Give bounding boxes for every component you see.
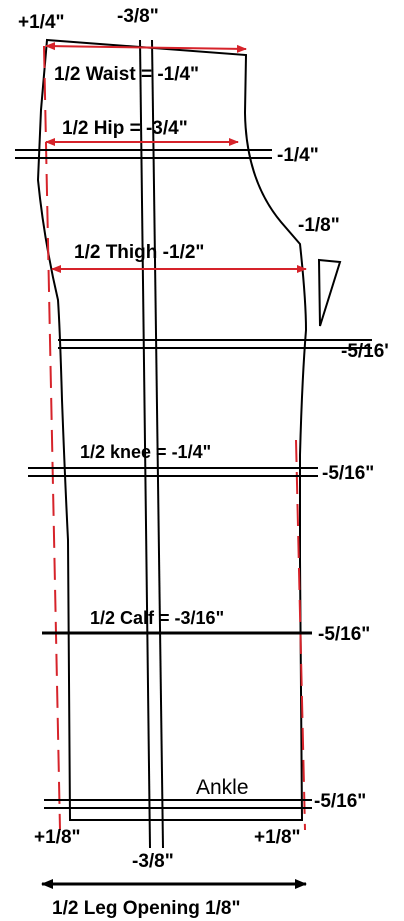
ankle-lines <box>44 799 312 809</box>
leg-opening-label: 1/2 Leg Opening 1/8" <box>52 898 241 919</box>
calf-label: 1/2 Calf = -3/16" <box>90 608 224 628</box>
knee-lines <box>28 467 318 477</box>
calf-adjustment: -5/16" <box>318 624 370 645</box>
top-center-adjustment: -3/8" <box>117 6 159 27</box>
crotch-adjustment: -1/8" <box>298 215 340 236</box>
hip-label: 1/2 Hip = -3/4" <box>62 118 188 139</box>
knee-adjustment: -5/16" <box>322 463 374 484</box>
grainline-right <box>151 39 164 849</box>
hip-lines <box>15 149 272 159</box>
adjusted-side-seam-left <box>43 45 61 831</box>
ankle-label: Ankle <box>196 776 249 799</box>
thigh-adjustment: -5/16' <box>341 341 389 362</box>
bottom-center-adjustment: -3/8" <box>132 851 174 872</box>
bottom-right-adjustment: +1/8" <box>254 827 301 848</box>
adjusted-side-seam-right <box>295 439 306 831</box>
hip-adjustment: -1/4" <box>277 145 319 166</box>
top-left-adjustment: +1/4" <box>18 12 65 33</box>
ankle-adjustment: -5/16" <box>314 791 366 812</box>
pattern-outline <box>36 38 308 821</box>
grainline-left <box>139 39 151 849</box>
waist-arrow <box>45 42 247 53</box>
waist-label: 1/2 Waist = -1/4" <box>54 64 199 85</box>
crotch-dart <box>317 258 342 327</box>
thigh-lines <box>58 339 372 349</box>
knee-label: 1/2 knee = -1/4" <box>80 442 211 462</box>
thigh-label: 1/2 Thigh -1/2" <box>74 242 204 263</box>
bottom-left-adjustment: +1/8" <box>34 827 81 848</box>
